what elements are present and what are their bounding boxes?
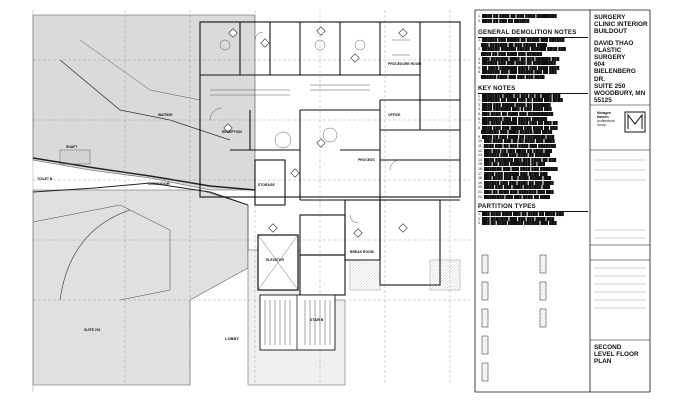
client-line-1: DAVID THAO (594, 39, 634, 47)
waiting-label: WAITING (158, 113, 173, 117)
partition-details (481, 254, 547, 382)
client-line-6: 55125 (594, 97, 612, 105)
stairs (259, 294, 336, 351)
title-block: SURGERY CLINIC INTERIOR BUILDOUT DAVID T… (594, 14, 648, 104)
shaft-label: SHAFT (66, 145, 78, 149)
demolition-notes-title: GENERAL DEMOLITION NOTES (478, 29, 588, 39)
elevator-label: ELEVATOR (266, 258, 284, 262)
lower-building-area (32, 189, 249, 386)
client-line-5: WOODBURY, MN (594, 90, 646, 98)
firm-line-3: Architectural (597, 119, 615, 123)
storage-label: STORAGE (258, 183, 275, 187)
reception-label: RECEPTION (222, 130, 242, 134)
angled-wall-2 (79, 39, 201, 101)
client-line-2: PLASTIC SURGERY (594, 46, 626, 62)
firm-name: Mohagen Hansen Architectural Group (597, 111, 624, 127)
lobby-label: LOBBY (225, 336, 239, 341)
partition-types-title: PARTITION TYPES (478, 203, 588, 213)
key-note-markers (223, 26, 408, 238)
procedure-label: PROCEDURE ROOM (388, 62, 422, 66)
process-label: PROCESS (358, 158, 375, 162)
firm-line-2: Hansen (597, 115, 609, 119)
curved-wall (59, 209, 131, 301)
thin-details (209, 31, 410, 224)
office-label: OFFICE (388, 113, 401, 117)
firm-line-1: Mohagen (597, 111, 611, 115)
sheet-title: SECOND LEVEL FLOOR PLAN (594, 344, 648, 366)
firm-line-4: Group (597, 123, 606, 127)
client-line-3: 604 BIELENBERG DR. (594, 61, 636, 83)
stair-label: STAIR B (310, 318, 324, 322)
key-notes-title: KEY NOTES (478, 85, 588, 94)
suite-label: SUITE 201 (84, 328, 101, 332)
toilet-label: TOILET B (37, 177, 53, 181)
break-label: BREAK ROOM (350, 250, 374, 254)
client-line-4: SUITE 250 (594, 82, 626, 90)
project-line-2: CLINIC INTERIOR (594, 21, 648, 29)
sheet-title-line-2: LEVEL FLOOR (594, 351, 639, 359)
sheet-title-line-1: SECOND (594, 344, 622, 351)
shaft-box (59, 149, 91, 165)
partition-walls (199, 21, 461, 296)
project-line-3: BUILDOUT (594, 28, 628, 36)
corridor-label: CORRIDOR (148, 181, 170, 186)
notes-column: 1. ████ ██ ████ ██ ███ ████ ████████ 2. … (478, 12, 588, 226)
corridor-wall (32, 157, 256, 191)
sheet-title-line-3: PLAN (594, 358, 612, 366)
project-line-1: SURGERY (594, 14, 626, 21)
firm-logo (624, 111, 646, 133)
corridor-wall-2 (32, 182, 249, 206)
